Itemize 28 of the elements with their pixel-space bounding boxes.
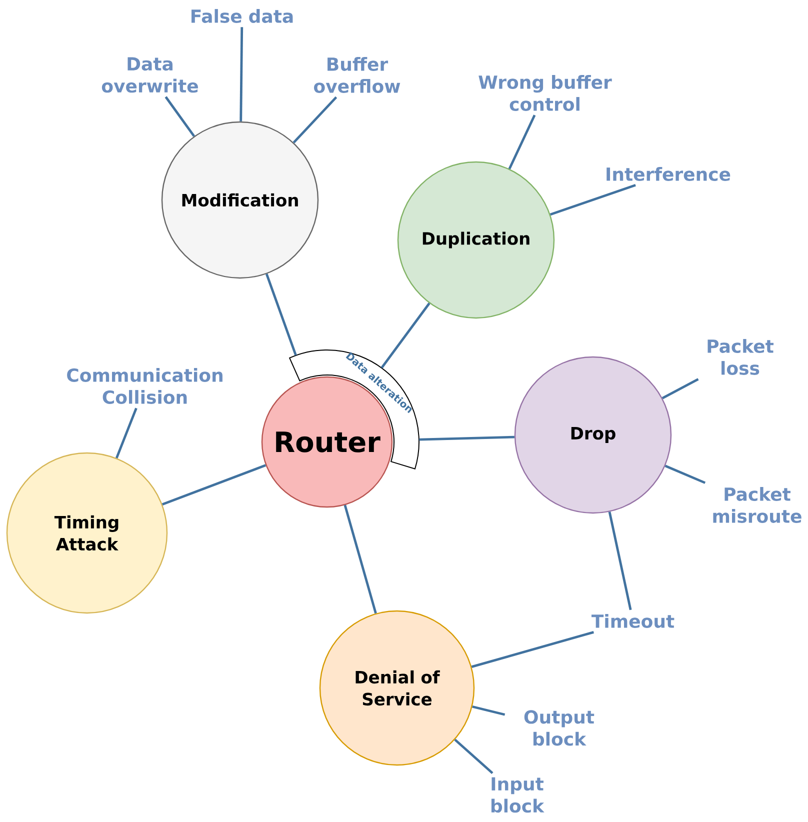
threat-label: Packet misroute (713, 487, 802, 523)
threat-label: Timeout (592, 614, 674, 628)
threat-label: Data overwrite (102, 57, 198, 93)
connector-line (292, 96, 338, 144)
connector-line (240, 27, 244, 122)
connector-line (508, 114, 536, 170)
connector-line (162, 464, 266, 506)
threat-label: Communication Collision (67, 368, 222, 404)
threat-label: Buffer overflow (314, 57, 400, 93)
threat-label: Interference (606, 167, 730, 181)
threat-label: Input block (491, 777, 544, 813)
connector-line (472, 705, 506, 716)
connector-line (419, 436, 514, 441)
threat-label: False data (192, 9, 293, 23)
connector-line (115, 408, 138, 458)
threat-label: Output block (524, 710, 594, 746)
connector-line (662, 378, 699, 400)
connector-line (608, 512, 632, 610)
connector-line (380, 302, 430, 369)
connector-line (164, 96, 196, 137)
threat-label: Wrong buffer control (478, 75, 612, 111)
connector-line (550, 184, 636, 216)
connector-line (344, 504, 377, 614)
threat-label: Packet loss (708, 339, 774, 375)
connector-line (664, 464, 706, 484)
connector-line (471, 631, 594, 668)
connector-line (265, 274, 297, 356)
connector-line (454, 738, 494, 774)
